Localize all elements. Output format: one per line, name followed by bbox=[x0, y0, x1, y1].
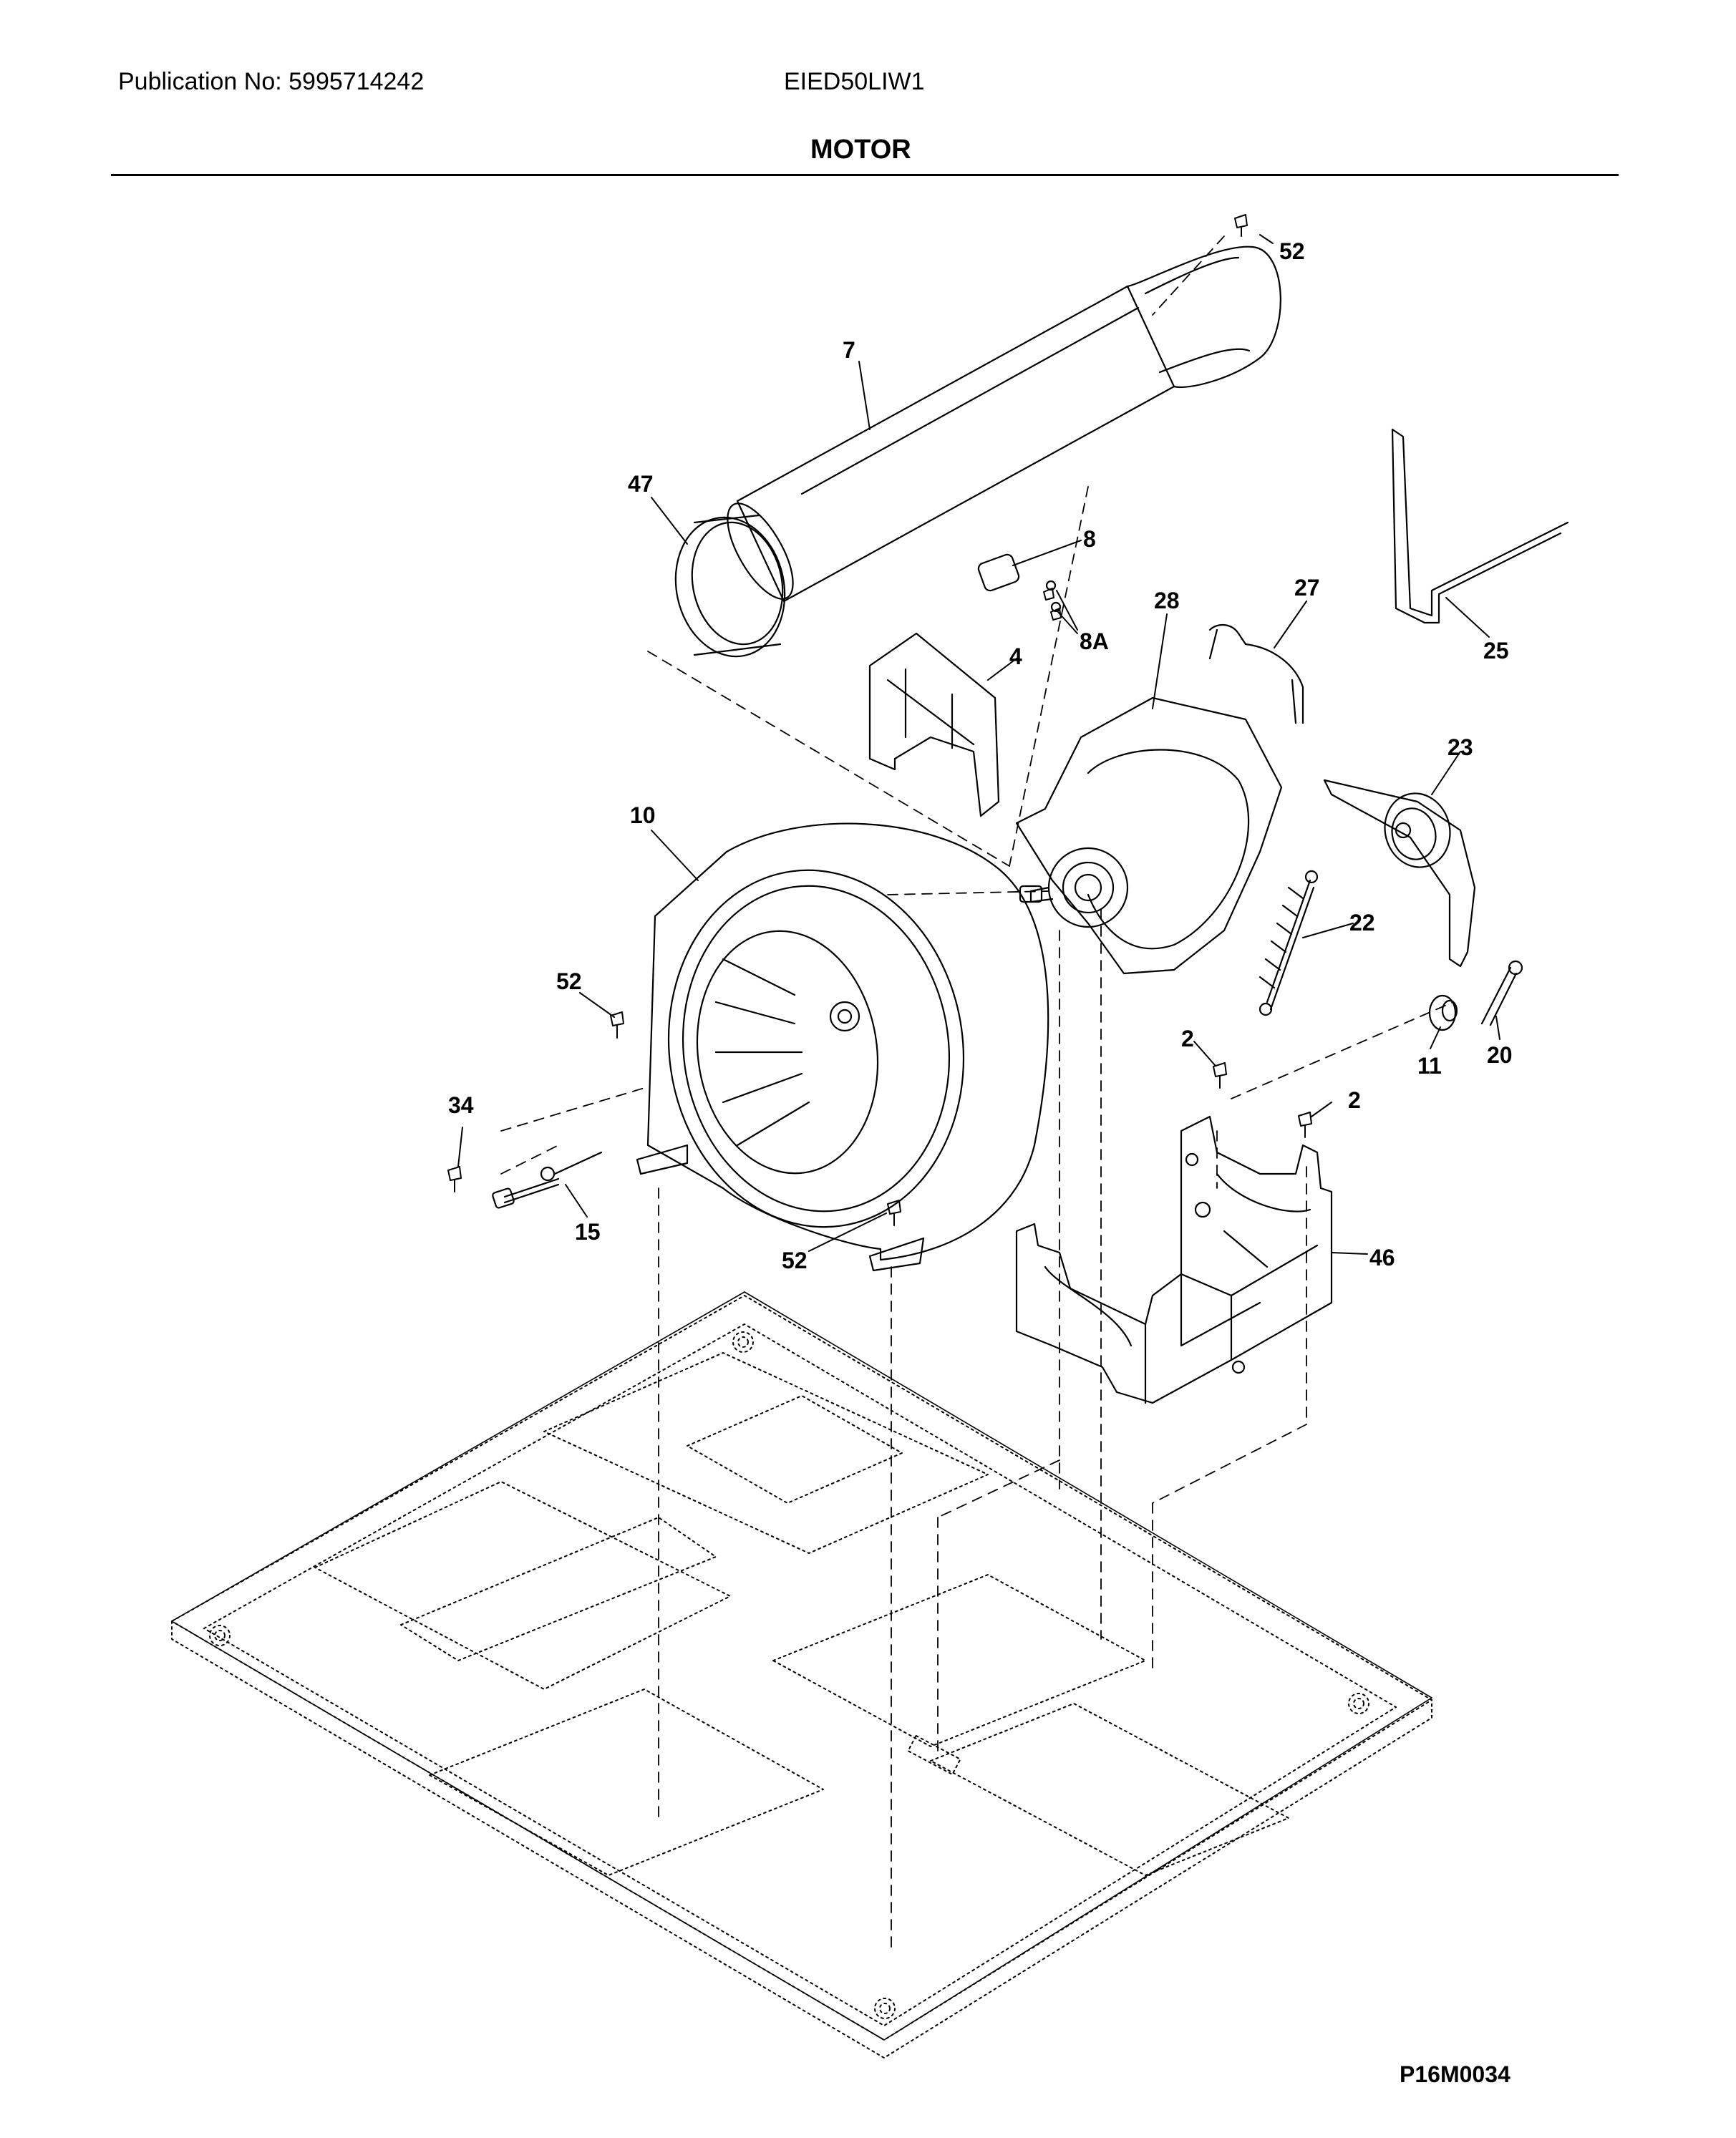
callout-27: 27 bbox=[1294, 575, 1320, 601]
header-divider bbox=[111, 174, 1619, 176]
callout-2-right: 2 bbox=[1348, 1087, 1361, 1113]
callout-22: 22 bbox=[1349, 910, 1375, 936]
callout-23: 23 bbox=[1448, 734, 1473, 760]
callout-10: 10 bbox=[630, 802, 656, 828]
callout-52-bottom: 52 bbox=[782, 1248, 808, 1273]
idler-pulley bbox=[1323, 779, 1476, 968]
callout-52-top: 52 bbox=[1279, 238, 1305, 264]
callout-7: 7 bbox=[843, 337, 855, 363]
exhaust-duct bbox=[727, 246, 1281, 603]
assembly-lines bbox=[500, 235, 1454, 1948]
callout-8: 8 bbox=[1083, 526, 1096, 552]
screws bbox=[447, 214, 1312, 1226]
callout-47: 47 bbox=[628, 471, 654, 497]
model-number: EIED50LIW1 bbox=[784, 68, 925, 95]
motor-mount-bracket bbox=[1015, 1115, 1333, 1404]
blower-housing bbox=[636, 822, 1049, 1272]
callout-2-left: 2 bbox=[1181, 1026, 1194, 1051]
callout-25: 25 bbox=[1483, 638, 1509, 664]
callout-46: 46 bbox=[1369, 1245, 1395, 1270]
pulley-bolt bbox=[1480, 960, 1523, 1026]
callout-34: 34 bbox=[448, 1092, 474, 1118]
duct-bracket bbox=[868, 632, 1000, 817]
thermostat bbox=[977, 553, 1062, 613]
page-title: MOTOR bbox=[810, 135, 911, 165]
base-plate-edge bbox=[171, 1291, 1432, 2041]
drive-motor bbox=[1015, 696, 1283, 975]
callout-8a: 8A bbox=[1080, 628, 1109, 654]
idler-spring bbox=[1259, 870, 1319, 1016]
callout-15: 15 bbox=[575, 1219, 601, 1245]
callout-leaders bbox=[457, 234, 1500, 1255]
base-plate bbox=[171, 1295, 1432, 2059]
callout-52-left: 52 bbox=[556, 968, 582, 994]
rear-panel-corner bbox=[1391, 428, 1569, 624]
thermistor-sensor bbox=[492, 1151, 603, 1209]
diagram-code: P16M0034 bbox=[1400, 2061, 1510, 2087]
duct-seal-ring bbox=[674, 514, 786, 658]
pulley-bushing bbox=[1428, 994, 1458, 1031]
callout-20: 20 bbox=[1487, 1042, 1513, 1068]
callout-4: 4 bbox=[1009, 643, 1022, 669]
motor-clamp bbox=[1208, 624, 1304, 724]
callout-11: 11 bbox=[1417, 1053, 1442, 1079]
publication-number: Publication No: 5995714242 bbox=[118, 68, 425, 95]
callout-28: 28 bbox=[1154, 588, 1180, 613]
